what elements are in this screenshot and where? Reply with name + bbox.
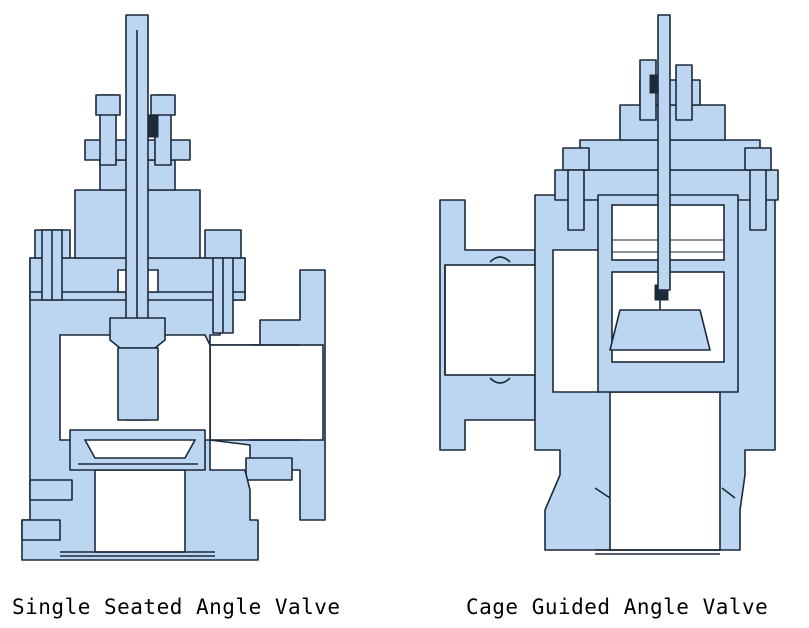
valve-diagrams: [21, 14, 779, 561]
caption-cage-guided: Cage Guided Angle Valve: [466, 595, 769, 619]
cage-plug: [609, 309, 711, 351]
outlet-bore-cage: [609, 391, 721, 551]
outlet-bore: [209, 344, 324, 441]
valve-plug: [109, 317, 166, 349]
caption-single-seated: Single Seated Angle Valve: [12, 595, 341, 619]
cage-stem: [657, 14, 671, 291]
single-seated-angle-valve: [21, 14, 326, 561]
cage-guided-angle-valve: [439, 14, 779, 555]
inlet-bore: [94, 469, 186, 553]
